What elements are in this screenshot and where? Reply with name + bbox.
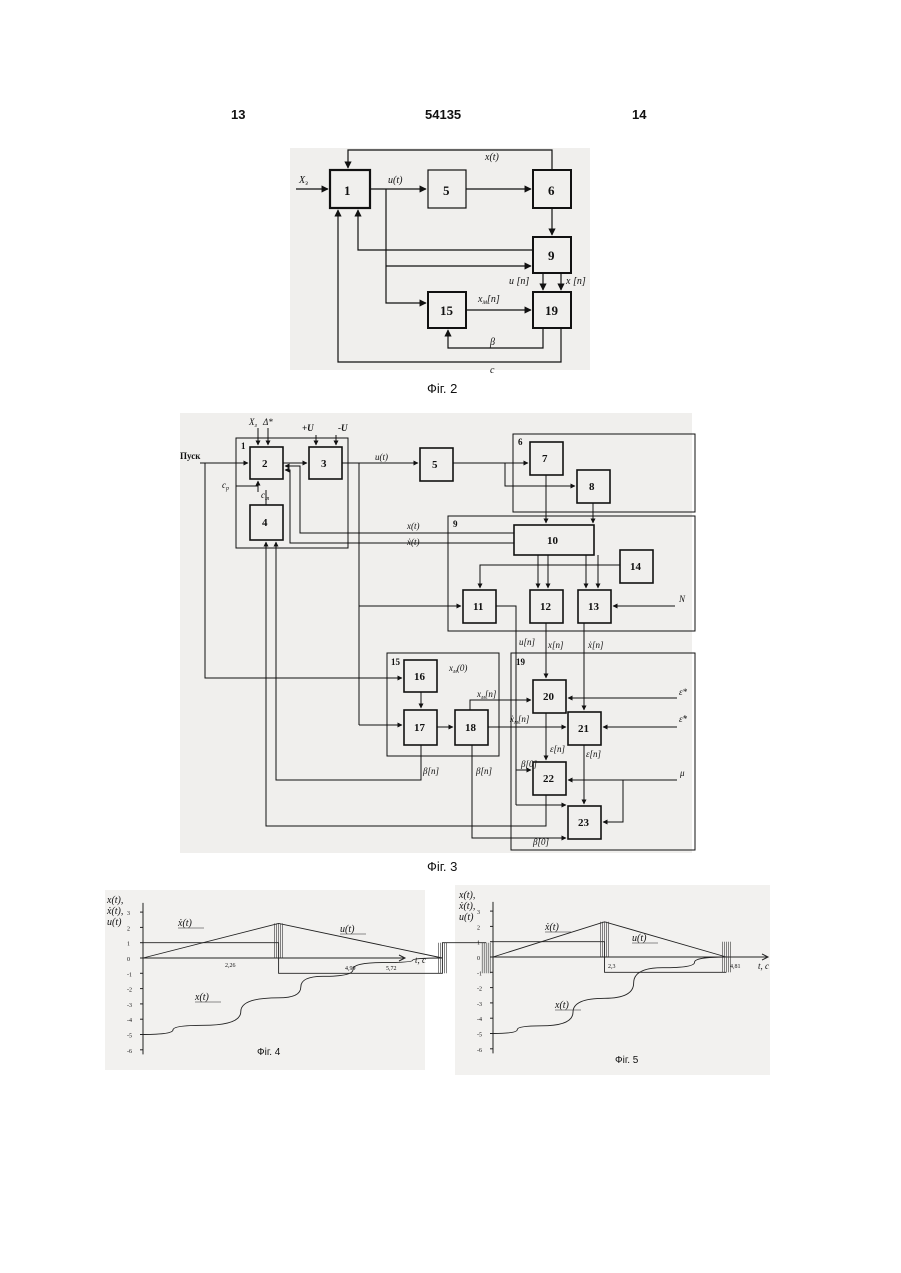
fig4-annotation: 2,26 bbox=[225, 963, 236, 969]
fig4-label-x: x(t) bbox=[194, 992, 210, 1003]
fig5-ytick-label: 0 bbox=[477, 956, 480, 962]
fig5-ytick-label: -1 bbox=[477, 971, 482, 977]
fig5-label-x: x(t) bbox=[554, 1000, 570, 1011]
fig5-ytick-label: -5 bbox=[477, 1033, 482, 1039]
fig5-label-xdot: ẋ(t) bbox=[544, 922, 560, 933]
fig4-ytick-label: 2 bbox=[127, 926, 130, 932]
fig4-ytick-label: 3 bbox=[127, 911, 130, 917]
fig4-ylabel-line: u(t) bbox=[107, 917, 122, 928]
fig4-ylabel-line: ẋ(t), bbox=[106, 906, 123, 917]
fig5-annotation: 4,81 bbox=[730, 964, 741, 970]
fig5-ytick-label: 3 bbox=[477, 910, 480, 916]
fig4-ytick-label: -1 bbox=[127, 972, 132, 978]
fig5-caption: Фіг. 5 bbox=[615, 1055, 638, 1066]
fig4-label-xdot: ẋ(t) bbox=[177, 918, 193, 929]
fig4-ytick-label: -5 bbox=[127, 1034, 132, 1040]
fig4-series-0 bbox=[143, 958, 442, 1035]
fig4-label-u: u(t) bbox=[340, 924, 355, 935]
fig4-ytick-label: -6 bbox=[127, 1049, 132, 1055]
fig4-ytick-label: -2 bbox=[127, 988, 132, 994]
fig4-annotation: 5,72 bbox=[386, 966, 397, 972]
fig5-xlabel: t, c bbox=[758, 961, 769, 971]
fig5-ytick-label: -2 bbox=[477, 987, 482, 993]
fig4-ytick-label: -4 bbox=[127, 1018, 132, 1024]
fig5-ytick-label: -3 bbox=[477, 1002, 482, 1008]
fig4-annotation: 4,99 bbox=[345, 966, 356, 972]
fig5-ytick-label: -4 bbox=[477, 1017, 482, 1023]
fig5-annotation: 2,3 bbox=[608, 964, 616, 970]
fig4-ytick-label: 0 bbox=[127, 957, 130, 963]
fig5-ytick-label: 2 bbox=[477, 925, 480, 931]
fig4-caption: Фіг. 4 bbox=[257, 1047, 280, 1058]
fig5-ylabel-line: ẋ(t), bbox=[458, 901, 475, 912]
fig5-ylabel-line: u(t) bbox=[459, 912, 474, 923]
fig5-label-u: u(t) bbox=[632, 933, 647, 944]
fig4-ytick-label: 1 bbox=[127, 942, 130, 948]
fig5-ylabel-line: x(t), bbox=[458, 890, 475, 901]
fig5-series-1 bbox=[493, 922, 726, 957]
fig4-ytick-label: -3 bbox=[127, 1003, 132, 1009]
fig5-ytick-label: -6 bbox=[477, 1048, 482, 1054]
fig4-xlabel: t, c bbox=[415, 955, 426, 965]
fig5-ytick-label: 1 bbox=[477, 941, 480, 947]
fig4-ylabel-line: x(t), bbox=[106, 895, 123, 906]
